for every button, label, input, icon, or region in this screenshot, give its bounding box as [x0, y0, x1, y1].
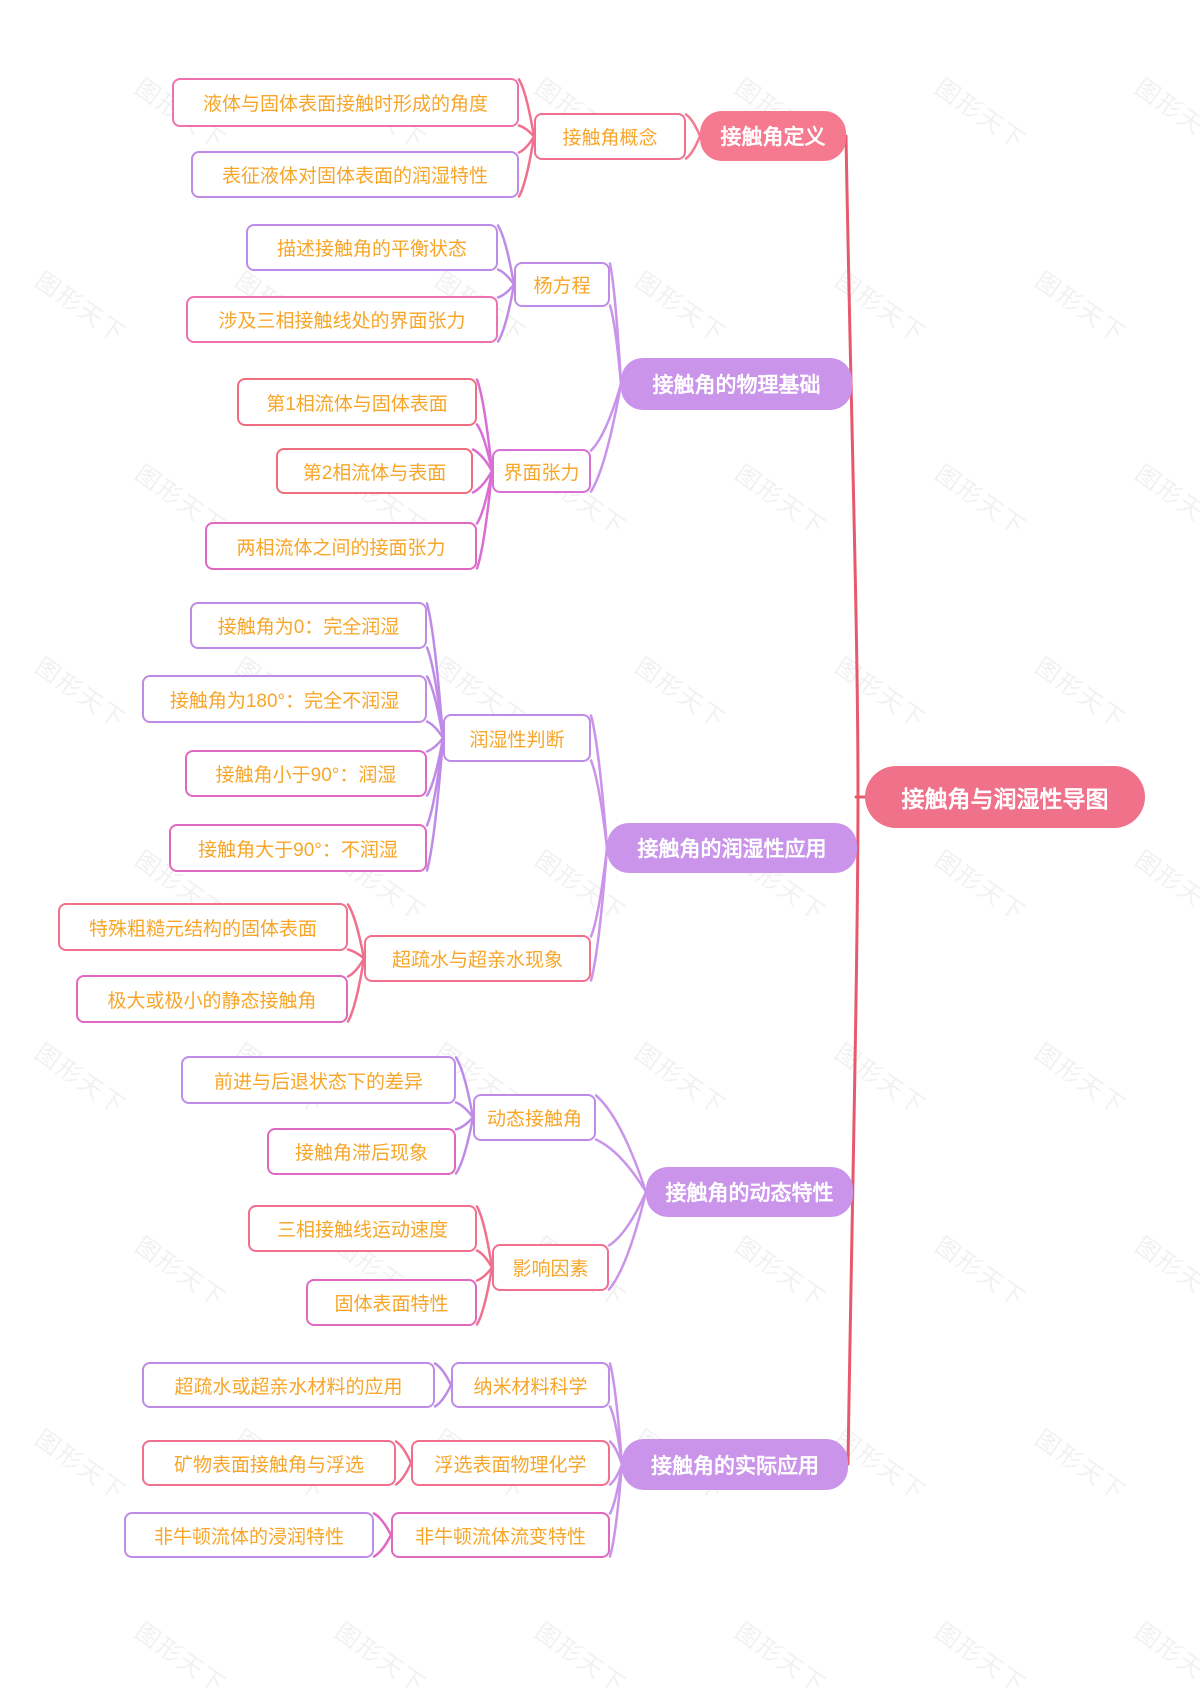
- leaf-non-newtonian-wetting[interactable]: 非牛顿流体的浸润特性: [124, 1512, 374, 1558]
- connector-line: [684, 134, 702, 160]
- connector-canvas: [346, 78, 869, 1558]
- mid-young-equation[interactable]: 杨方程: [514, 262, 610, 307]
- connector-line: [475, 1266, 494, 1326]
- leaf-two-phase-tension[interactable]: 两相流体之间的接面张力: [205, 522, 477, 570]
- leaf-superhydrophobic-materials-application[interactable]: 超疏水或超亲水材料的应用: [142, 1362, 435, 1408]
- connector-line: [496, 283, 516, 343]
- section-dynamic-characteristics[interactable]: 接触角的动态特性: [646, 1167, 853, 1217]
- root-mindmap-title[interactable]: 接触角与润湿性导图: [865, 766, 1145, 828]
- connector-line: [372, 1533, 393, 1558]
- leaf-characterize-wetting[interactable]: 表征液体对固体表面的润湿特性: [191, 151, 519, 198]
- section-physical-basis[interactable]: 接触角的物理基础: [621, 358, 852, 410]
- connector-line: [433, 1383, 453, 1408]
- connector-line: [346, 948, 366, 960]
- section-wettability-application[interactable]: 接触角的润湿性应用: [607, 823, 857, 873]
- connector-line: [475, 1205, 494, 1269]
- leaf-angle-formed-liquid-solid[interactable]: 液体与固体表面接触时形成的角度: [172, 78, 519, 127]
- connector-line: [475, 423, 494, 473]
- connector-line: [346, 957, 366, 1023]
- leaf-rough-micro-structure[interactable]: 特殊粗糙元结构的固体表面: [58, 903, 348, 951]
- mid-nano-material-science[interactable]: 纳米材料科学: [451, 1362, 610, 1408]
- connector-line: [608, 1463, 624, 1558]
- leaf-solid-surface-properties[interactable]: 固体表面特性: [306, 1279, 477, 1326]
- connector-line: [589, 846, 609, 982]
- mid-dynamic-contact-angle[interactable]: 动态接触角: [473, 1094, 596, 1141]
- connector-line: [684, 113, 702, 138]
- mid-wettability-judgment[interactable]: 润湿性判断: [443, 714, 591, 762]
- section-practical-application[interactable]: 接触角的实际应用: [622, 1439, 848, 1490]
- leaf-hysteresis-phenomenon[interactable]: 接触角滞后现象: [267, 1128, 456, 1175]
- mid-non-newtonian-rheology[interactable]: 非牛顿流体流变特性: [391, 1512, 610, 1558]
- connector-line: [517, 135, 536, 198]
- connector-line: [454, 1116, 475, 1175]
- connector-line: [372, 1512, 393, 1537]
- connector-line: [608, 1405, 624, 1466]
- connector-line: [425, 720, 445, 740]
- leaf-equilibrium-state[interactable]: 描述接触角的平衡状态: [246, 224, 498, 271]
- leaf-angle-lt90-wetting[interactable]: 接触角小于90°：润湿: [185, 750, 427, 797]
- connector-line: [844, 134, 860, 1466]
- section-contact-angle-definition[interactable]: 接触角定义: [700, 111, 846, 161]
- connector-line: [496, 224, 516, 286]
- connector-line: [594, 1094, 648, 1194]
- connector-line: [425, 675, 445, 740]
- leaf-mineral-surface-flotation[interactable]: 矿物表面接触角与浮选: [142, 1440, 396, 1486]
- leaf-phase1-fluid-solid[interactable]: 第1相流体与固体表面: [237, 378, 477, 426]
- connector-line: [607, 1190, 648, 1247]
- leaf-angle-0-complete-wetting[interactable]: 接触角为0：完全润湿: [190, 602, 427, 649]
- leaf-angle-180-no-wetting[interactable]: 接触角为180°：完全不润湿: [142, 675, 427, 723]
- connector-line: [594, 1138, 648, 1194]
- connector-line: [454, 1056, 475, 1119]
- connector-line: [394, 1461, 413, 1486]
- connector-line: [608, 1440, 624, 1466]
- mid-flotation-surface-chemistry[interactable]: 浮选表面物理化学: [411, 1440, 610, 1486]
- leaf-angle-gt90-no-wetting[interactable]: 接触角大于90°：不润湿: [169, 824, 427, 872]
- leaf-extreme-static-angle[interactable]: 极大或极小的静态接触角: [76, 975, 348, 1023]
- connector-line: [425, 736, 445, 872]
- connector-line: [496, 268, 516, 286]
- connector-line: [475, 1249, 494, 1269]
- connector-line: [517, 124, 536, 138]
- connector-line: [517, 78, 536, 138]
- connector-line: [589, 382, 623, 493]
- mid-superhydrophobic-phenomenon[interactable]: 超疏水与超亲水现象: [364, 935, 591, 982]
- connector-line: [475, 469, 494, 570]
- leaf-contact-line-speed[interactable]: 三相接触线运动速度: [248, 1205, 477, 1252]
- connector-line: [454, 1101, 475, 1119]
- leaf-phase2-fluid-surface[interactable]: 第2相流体与表面: [276, 448, 473, 494]
- connector-line: [589, 759, 609, 850]
- connector-line: [346, 903, 366, 960]
- connector-line: [607, 1190, 648, 1291]
- connector-line: [394, 1440, 413, 1465]
- leaf-three-phase-tension[interactable]: 涉及三相接触线处的界面张力: [186, 296, 498, 343]
- mid-interfacial-tension[interactable]: 界面张力: [492, 449, 591, 493]
- mid-influencing-factors[interactable]: 影响因素: [492, 1244, 609, 1291]
- mid-contact-angle-concept[interactable]: 接触角概念: [534, 113, 686, 160]
- mindmap-canvas: 图形天下图形天下图形天下图形天下图形天下图形天下图形天下图形天下图形天下图形天下…: [30, 74, 1200, 1700]
- connector-line: [608, 304, 623, 386]
- leaf-advancing-receding-difference[interactable]: 前进与后退状态下的差异: [181, 1056, 456, 1104]
- connector-line: [475, 378, 494, 473]
- connector-line: [589, 382, 623, 452]
- connector-line: [471, 448, 494, 473]
- connector-line: [433, 1362, 453, 1387]
